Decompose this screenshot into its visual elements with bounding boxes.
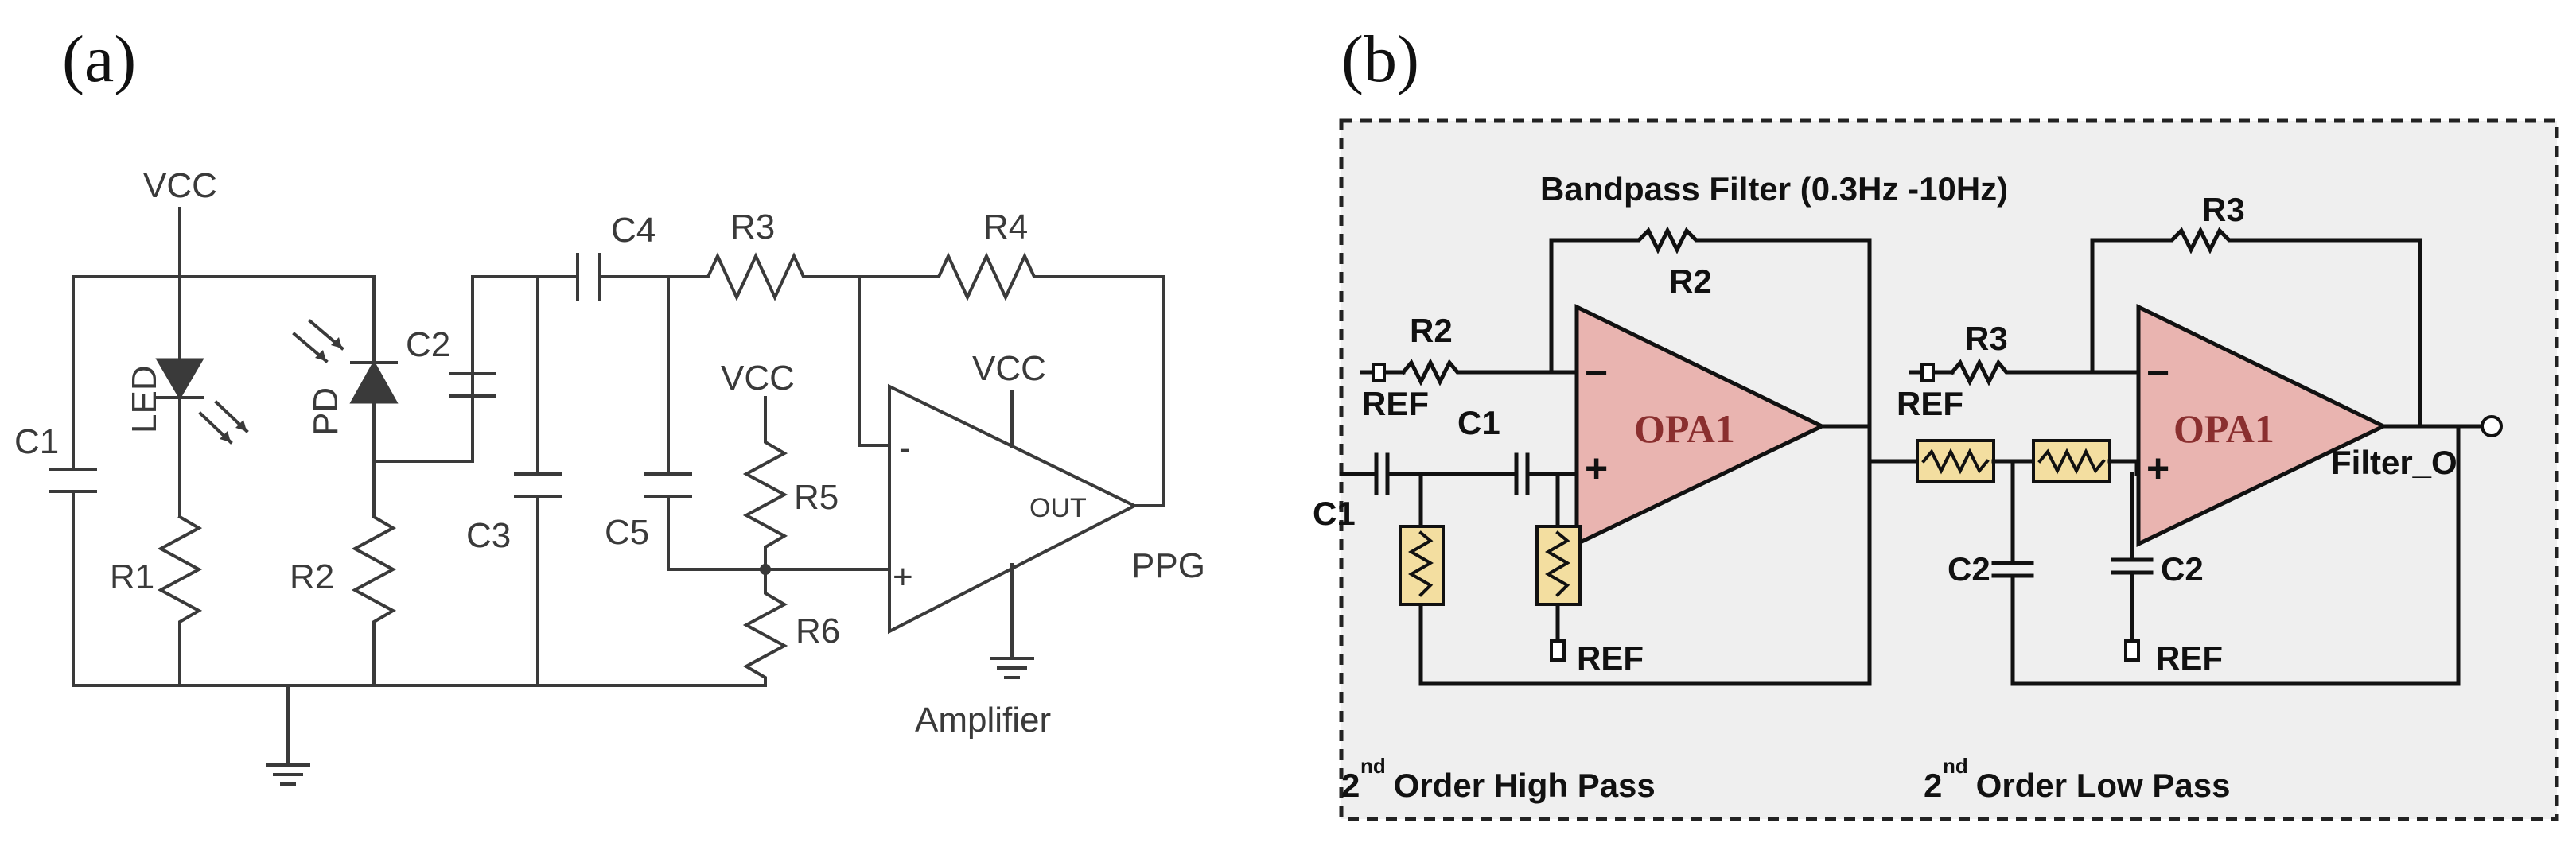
capacitor-c1-mid [1514, 452, 1530, 495]
resistor-box-lp2 [2032, 439, 2111, 483]
capacitor-c2-right [2111, 557, 2154, 575]
resistor-box-hp1 [1399, 525, 1445, 606]
lp-c2-left-branch-visible [2010, 424, 2461, 686]
label-r3-top: R3 [2202, 191, 2245, 228]
resistor-r2 [351, 514, 397, 687]
hp-feedback-loop [1418, 427, 1872, 686]
ppg-circuit-schematic: (a) C1 VCC LED R1 PD R2 C2 [14, 22, 1205, 786]
label-opa1-right: OPA1 [2173, 406, 2274, 451]
bandpass-filter-schematic: (b) Bandpass Filter (0.3Hz -10Hz) R2 R2 … [1313, 22, 2559, 821]
capacitor-c2 [449, 372, 496, 398]
resistor-box-hp2 [1535, 525, 1582, 606]
ref-terminal-right [2124, 639, 2140, 662]
label-r1: R1 [110, 557, 154, 596]
panel-b-tag: (b) [1341, 22, 1419, 96]
resistor-r3 [667, 252, 861, 301]
label-filter-out: Filter_O [2331, 444, 2457, 481]
pd-branch [178, 275, 376, 518]
section-label-low-pass: 2 nd Order Low Pass [1924, 754, 2230, 804]
lp-order-num: 2 [1924, 767, 1942, 804]
capacitor-c1 [49, 468, 97, 493]
label-c3: C3 [466, 516, 511, 555]
label-amp-minus: - [899, 429, 911, 468]
c5-branch [667, 275, 861, 571]
output-terminal [2481, 415, 2503, 437]
resistor-r3-feedback [2090, 226, 2422, 429]
resistor-r2-feedback [1549, 226, 1872, 432]
label-minus-left: − [1585, 351, 1608, 395]
label-c4: C4 [611, 211, 656, 250]
label-c1-in: C1 [1313, 495, 1356, 532]
label-r3: R3 [730, 208, 775, 247]
label-vcc-top: VCC [143, 166, 217, 205]
filter-title: Bandpass Filter (0.3Hz -10Hz) [1540, 170, 2008, 208]
label-vcc-mid: VCC [721, 359, 795, 398]
ref2-terminal [1920, 363, 1935, 382]
label-r2: R2 [290, 557, 334, 596]
opamp-opa1-left [1574, 304, 1827, 547]
inverting-input-wire [858, 275, 891, 447]
label-r3-in: R3 [1965, 320, 2008, 357]
capacitor-c3 [514, 472, 562, 498]
resistor-r6 [742, 568, 788, 687]
label-ref2: REF [1897, 385, 1963, 422]
ground-rail [72, 684, 765, 765]
resistor-r4 [858, 252, 1165, 507]
label-plus-left: + [1585, 446, 1608, 491]
label-r5: R5 [794, 478, 839, 517]
label-amp-plus: + [893, 557, 913, 596]
hp-order-sup: nd [1360, 754, 1386, 778]
label-c2-left: C2 [1948, 550, 1990, 588]
label-r6: R6 [796, 612, 840, 650]
label-ref-bottom-right: REF [2156, 639, 2223, 677]
label-c1: C1 [14, 422, 59, 461]
capacitor-c4 [576, 253, 601, 301]
lp-order-sup: nd [1943, 754, 1968, 778]
c2-branch [372, 275, 474, 463]
label-c2: C2 [406, 325, 450, 364]
junction-dot [760, 564, 771, 575]
label-c2-right: C2 [2161, 550, 2204, 588]
capacitor-c2-left [1991, 561, 2034, 578]
panel-a-ppg-sensor-circuit: (a) C1 VCC LED R1 PD R2 C2 [14, 22, 1205, 786]
label-plus-right: + [2146, 446, 2169, 491]
resistor-box-lp1 [1916, 439, 1995, 483]
label-r4: R4 [983, 208, 1028, 247]
label-r2-top: R2 [1669, 262, 1712, 300]
resistor-r3-input [1949, 358, 2166, 386]
led-diode-icon [155, 358, 249, 445]
ground-symbol-amp [990, 657, 1034, 679]
label-c5: C5 [605, 513, 649, 552]
label-ref-bottom-left: REF [1577, 639, 1644, 677]
opamp-opa1-right [2136, 304, 2388, 547]
ground-symbol-left [266, 763, 310, 786]
label-amplifier: Amplifier [915, 701, 1051, 740]
label-led: LED [125, 365, 164, 433]
capacitor-c5 [644, 472, 692, 498]
panel-a-tag: (a) [62, 22, 136, 96]
section-label-high-pass: 2 nd Order High Pass [1341, 754, 1656, 804]
label-c1-mid: C1 [1457, 404, 1500, 441]
hp-order-num: 2 [1341, 767, 1360, 804]
label-opa1-left: OPA1 [1634, 406, 1735, 451]
lp-order-text: Order Low Pass [1967, 767, 2230, 804]
label-vcc-amp: VCC [972, 349, 1046, 388]
resistor-r5 [742, 396, 788, 571]
label-ppg: PPG [1131, 546, 1205, 585]
resistor-r2-input [1400, 358, 1579, 386]
ref1-terminal [1372, 363, 1386, 382]
label-minus-right: − [2146, 351, 2169, 395]
label-pd: PD [306, 387, 345, 436]
label-amp-out: OUT [1029, 493, 1087, 523]
label-ref1: REF [1362, 385, 1429, 422]
capacitor-c1-input [1374, 452, 1390, 495]
hp-order-text: Order High Pass [1384, 767, 1656, 804]
resistor-r1 [157, 514, 203, 687]
panel-b-bandpass-filter: (b) Bandpass Filter (0.3Hz -10Hz) R2 R2 … [1289, 0, 2576, 862]
ref-terminal-left [1550, 639, 1566, 662]
photodiode-icon [292, 319, 399, 404]
label-r2-in: R2 [1410, 312, 1453, 349]
